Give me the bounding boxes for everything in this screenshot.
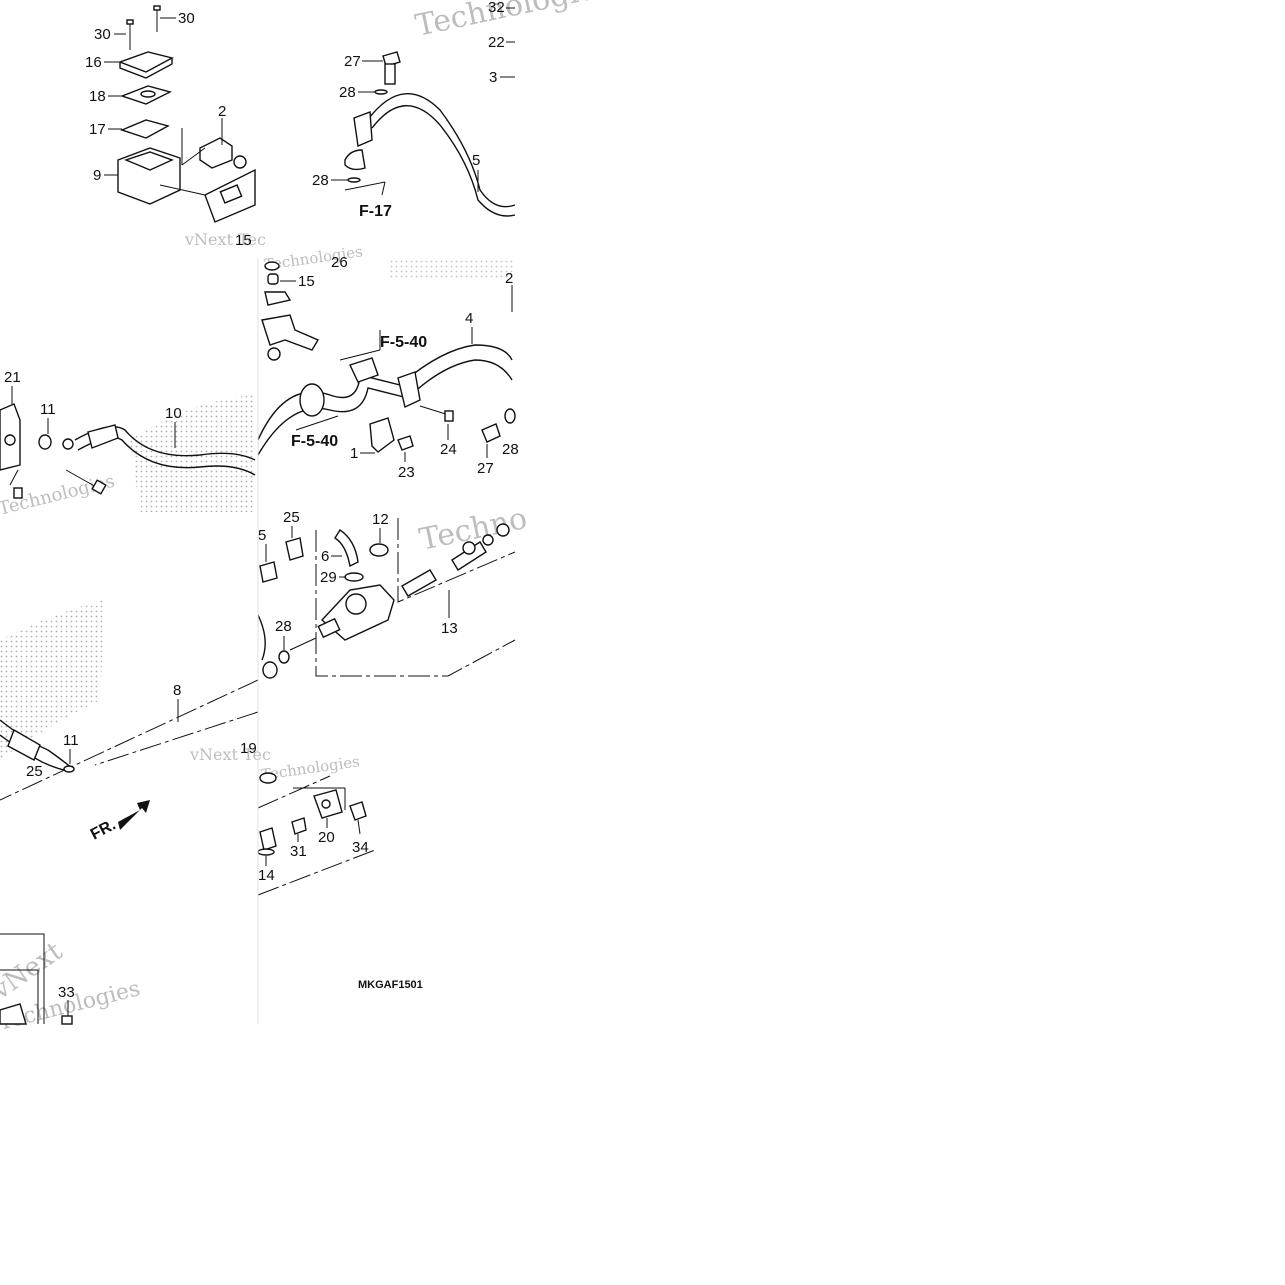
reference-label: F-5-40 <box>380 334 427 351</box>
stipple-area <box>390 258 515 280</box>
part-callout: 2 <box>218 103 226 120</box>
part-callout: 4 <box>465 310 473 327</box>
part-callout: 19 <box>240 740 257 757</box>
stipple-area <box>0 600 105 760</box>
part-callout: 24 <box>440 441 457 458</box>
part-callout: 27 <box>344 53 361 70</box>
part-callout: 26 <box>331 254 348 271</box>
diagram-code: MKGAF1501 <box>358 979 423 991</box>
part-callout: 21 <box>4 369 21 386</box>
part-callout: 3 <box>489 69 497 86</box>
part-callout: 13 <box>441 620 458 637</box>
middle-hose-assembly <box>257 261 516 456</box>
part-callout: 31 <box>290 843 307 860</box>
master-cylinder-assembly <box>257 518 516 679</box>
watermark-text: Technologies <box>263 242 364 274</box>
part-callout: 15 <box>235 232 252 249</box>
reservoir-assembly <box>117 5 256 223</box>
part-callout: 32 <box>488 0 505 16</box>
left-mid-assembly <box>0 403 256 499</box>
part-callout: 30 <box>94 26 111 43</box>
part-callout: 6 <box>321 548 329 565</box>
part-callout: 2 <box>505 270 513 287</box>
upper-hose-assembly <box>344 51 516 217</box>
part-callout: 28 <box>275 618 292 635</box>
part-callout: 28 <box>502 441 519 458</box>
front-direction-arrow: FR. <box>88 800 150 844</box>
arrow-icon <box>118 800 150 830</box>
part-callout: 22 <box>488 34 505 51</box>
part-callout: 27 <box>477 460 494 477</box>
part-callout: 5 <box>258 527 266 544</box>
part-callout: 14 <box>258 867 275 884</box>
callout-labels: 30 30 16 18 17 2 9 15 32 22 3 27 28 5 28… <box>4 0 519 1001</box>
reference-labels: F-17 F-5-40 F-5-40 MKGAF1501 <box>291 203 427 991</box>
part-callout: 28 <box>312 172 329 189</box>
part-callout: 1 <box>350 445 358 462</box>
reference-label: F-5-40 <box>291 433 338 450</box>
part-callout: 9 <box>93 167 101 184</box>
part-callout: 15 <box>298 273 315 290</box>
part-callout: 20 <box>318 829 335 846</box>
lower-pipe-assembly <box>0 679 259 801</box>
part-callout: 25 <box>283 509 300 526</box>
part-callout: 28 <box>339 84 356 101</box>
part-callout: 8 <box>173 682 181 699</box>
part-callout: 10 <box>165 405 182 422</box>
watermark-layer: Technologies vNext Tec Technologies Tech… <box>0 0 614 1036</box>
reference-label: F-17 <box>359 203 392 220</box>
bracket-assembly <box>257 772 376 896</box>
part-callout: 11 <box>63 732 79 749</box>
bottom-left-assembly <box>0 933 73 1025</box>
stipple-area <box>130 395 255 512</box>
part-callout: 12 <box>372 511 389 528</box>
part-callout: 30 <box>178 10 195 27</box>
direction-label: FR. <box>88 816 119 843</box>
part-callout: 5 <box>472 152 480 169</box>
part-callout: 34 <box>352 839 369 856</box>
part-callout: 18 <box>89 88 106 105</box>
part-callout: 25 <box>26 763 43 780</box>
watermark-text: vNext Tec <box>184 230 266 249</box>
part-callout: 16 <box>85 54 102 71</box>
watermark-text: vNext Tec <box>189 745 271 764</box>
part-callout: 23 <box>398 464 415 481</box>
part-callout: 33 <box>58 984 75 1001</box>
part-callout: 11 <box>40 401 56 418</box>
part-callout: 17 <box>89 121 106 138</box>
part-callout: 29 <box>320 569 337 586</box>
watermark-text: Technologies <box>412 0 613 44</box>
